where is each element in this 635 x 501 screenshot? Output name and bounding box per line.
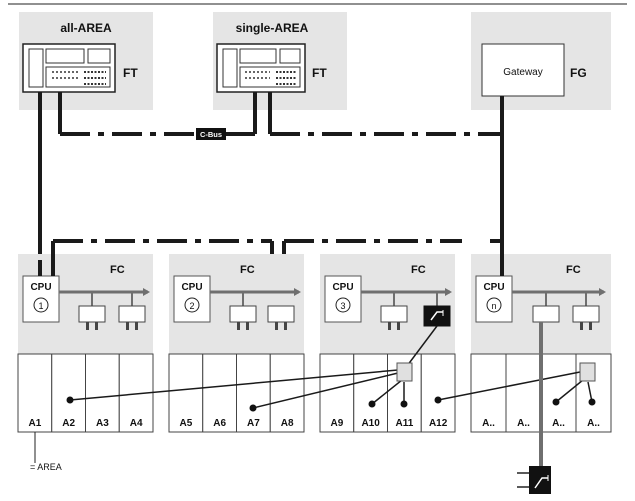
gateway-panel: Gateway FG: [471, 12, 611, 110]
controller-3-num: 3: [340, 301, 345, 311]
external-feed: [517, 322, 551, 494]
area-box: [505, 353, 542, 433]
area-label: A..: [587, 418, 600, 429]
area-boxes: A1 A2 A3 A4 A5 A6 A7 A8 A9 A10 A11 A12 A.. A.. A.. A..: [17, 353, 612, 433]
single-area-panel: single-AREA FT: [213, 12, 347, 110]
area-box: [540, 353, 577, 433]
controller-1-num: 1: [38, 301, 43, 311]
area-box: [168, 353, 204, 433]
area-box: [202, 353, 237, 433]
c-bus-top: C-Bus: [38, 92, 504, 260]
area-label: A2: [62, 418, 75, 429]
area-label: A8: [281, 418, 294, 429]
area-label: A1: [28, 418, 41, 429]
area-label: A5: [179, 418, 192, 429]
terminal-icon-1: [22, 43, 116, 93]
controller-n-cpu: CPU: [483, 282, 504, 293]
controller-3-cpu: CPU: [332, 282, 353, 293]
single-area-title: single-AREA: [236, 21, 309, 35]
area-label: A9: [330, 418, 343, 429]
single-area-tag: FT: [312, 66, 327, 80]
all-area-panel: all-AREA FT: [19, 12, 153, 110]
controller-3: FC CPU 3: [320, 254, 455, 354]
area-label: A11: [395, 418, 413, 429]
area-label: A..: [517, 418, 530, 429]
all-area-title: all-AREA: [60, 21, 112, 35]
area-box: [353, 353, 388, 433]
controller-1-cpu: CPU: [30, 282, 51, 293]
controller-2-num: 2: [189, 301, 194, 311]
area-label: A4: [130, 418, 143, 429]
controller-3-tag: FC: [411, 264, 426, 276]
controller-1-tag: FC: [110, 264, 125, 276]
bus-into-controllers: [38, 239, 504, 276]
area-wiring: [66, 325, 596, 412]
area-label: A..: [482, 418, 495, 429]
c-bus-label: C-Bus: [200, 130, 222, 139]
all-area-tag: FT: [123, 66, 138, 80]
controller-2-cpu: CPU: [181, 282, 202, 293]
area-label: A3: [96, 418, 109, 429]
controller-n-num: n: [491, 301, 496, 311]
gateway-tag: FG: [570, 66, 587, 80]
area-label: A12: [429, 418, 448, 429]
controller-n-tag: FC: [566, 264, 581, 276]
legend-text: = AREA: [30, 462, 62, 472]
area-label: A6: [213, 418, 226, 429]
area-label: A..: [552, 418, 565, 429]
gateway-label: Gateway: [503, 67, 542, 78]
controller-2-tag: FC: [240, 264, 255, 276]
area-box: [269, 353, 305, 433]
area-box: [420, 353, 456, 433]
area-label: A10: [361, 418, 380, 429]
area-box: [51, 353, 86, 433]
controller-2: FC CPU 2: [169, 254, 304, 354]
area-label: A7: [247, 418, 260, 429]
legend: = AREA: [30, 432, 62, 472]
area-box: [319, 353, 355, 433]
terminal-icon-2: [216, 43, 306, 93]
area-box: [85, 353, 120, 433]
